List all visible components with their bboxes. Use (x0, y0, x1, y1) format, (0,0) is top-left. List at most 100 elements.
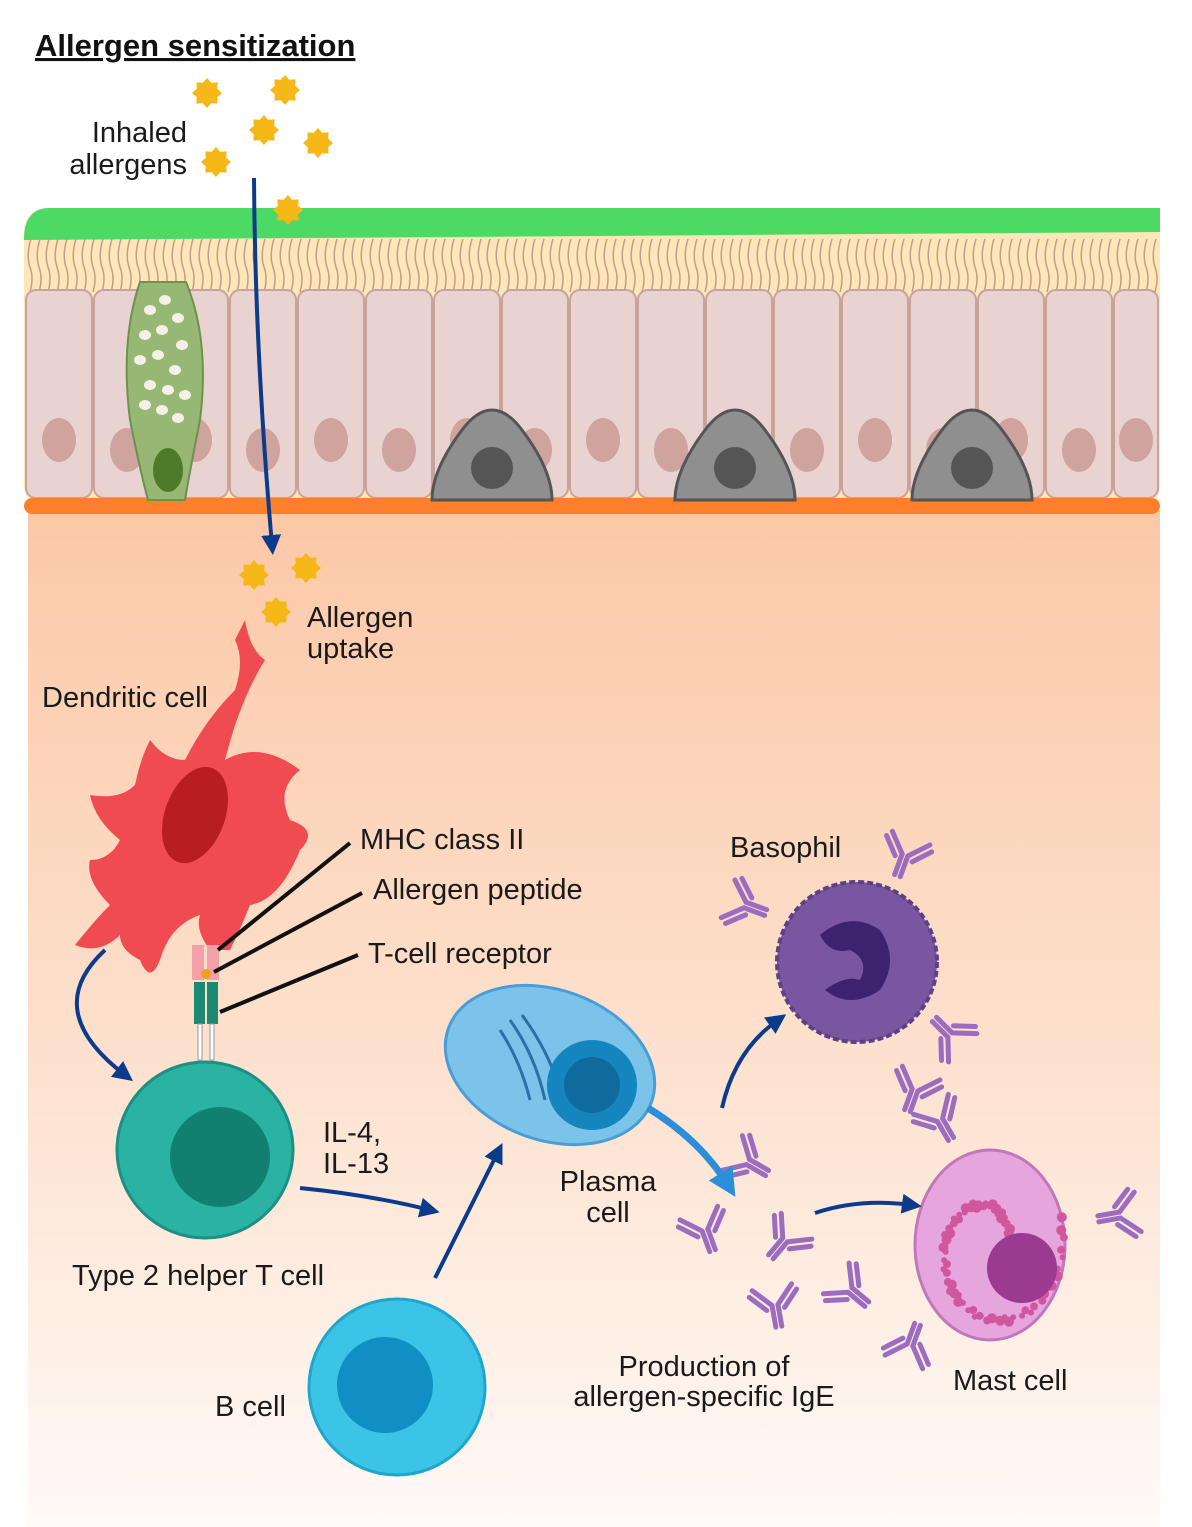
cilium (603, 238, 609, 293)
ige-antibody-icon (1095, 1186, 1144, 1240)
epithelial-cell (1113, 289, 1159, 499)
epithelial-nucleus (314, 418, 348, 462)
mast-granule (961, 1209, 968, 1216)
mast-granule (1021, 1306, 1030, 1315)
mast-granule (1057, 1245, 1066, 1254)
cilium (288, 238, 294, 293)
allergen-spikes (270, 75, 300, 105)
cilium (891, 238, 897, 293)
cilium (756, 238, 762, 293)
cilium (1071, 238, 1077, 293)
allergen-spikes (273, 195, 303, 225)
cilium (315, 238, 321, 293)
granule (139, 330, 151, 340)
allergen-icon (239, 560, 269, 590)
granule (169, 365, 181, 375)
cilium (1035, 238, 1041, 293)
mast-granule (990, 1207, 997, 1214)
cilium (36, 238, 42, 293)
cilium (27, 238, 33, 293)
granule (134, 355, 146, 365)
cilium (801, 238, 807, 293)
cilium (423, 238, 429, 293)
cilium (720, 238, 726, 293)
label-ige-2: allergen-specific IgE (573, 1381, 834, 1413)
allergen-icon (192, 78, 222, 108)
granule (156, 325, 168, 335)
cilium (1062, 238, 1068, 293)
bcell-to-plasma-arrow (433, 1143, 503, 1279)
label-inhaled-2: allergens (69, 149, 187, 181)
cilium (945, 238, 951, 293)
label-tcr: T-cell receptor (368, 938, 552, 970)
cilium (1107, 238, 1113, 293)
granule (156, 405, 168, 415)
allergen-icon (249, 115, 279, 145)
mast-granule (1059, 1254, 1066, 1261)
ige-antibody-shape (880, 1320, 931, 1372)
allergen-icon (270, 75, 300, 105)
cilium (594, 238, 600, 293)
ige-antibody-icon (894, 1063, 945, 1115)
cilium (828, 238, 834, 293)
cilium (666, 238, 672, 293)
ige-antibody-shape (1095, 1186, 1144, 1240)
mast-granule (955, 1215, 963, 1224)
label-inhaled-1: Inhaled (92, 117, 187, 149)
ige-antibody-shape (820, 1260, 872, 1309)
cilium (513, 238, 519, 293)
cilium (216, 238, 222, 293)
cilium (1017, 238, 1023, 293)
ige-antibody-icon (766, 1210, 815, 1262)
cilium (864, 238, 870, 293)
cilium (729, 238, 735, 293)
label-basophil: Basophil (730, 832, 841, 864)
cilium (387, 238, 393, 293)
cilium (270, 238, 276, 293)
mast-granule (1003, 1230, 1010, 1237)
mast-granule (1056, 1212, 1067, 1223)
label-peptide: Allergen peptide (373, 874, 583, 906)
allergen-spikes (201, 147, 231, 177)
ige-antibody-shape (884, 828, 935, 880)
mast-granule (942, 1248, 949, 1255)
cilium (1125, 238, 1131, 293)
mast-cell (913, 1148, 1068, 1342)
cilium (117, 238, 123, 293)
mast-granule (975, 1311, 984, 1320)
ige-antibody-icon (719, 1132, 772, 1180)
tcr-pointer (219, 953, 359, 1014)
cilium (783, 238, 789, 293)
cilium (1089, 238, 1095, 293)
cilium (504, 238, 510, 293)
cilium (693, 238, 699, 293)
cilium (540, 238, 546, 293)
cilium (630, 238, 636, 293)
cilium (333, 238, 339, 293)
mast-granule (1028, 1309, 1034, 1316)
ige-antibody-shape (719, 1132, 772, 1180)
epithelial-nucleus (858, 418, 892, 462)
allergen-spikes (261, 597, 291, 627)
cilium (477, 238, 483, 293)
to-mastcell-arrow (814, 1193, 922, 1215)
basal-nucleus (951, 447, 993, 489)
cilium (234, 238, 240, 293)
cilium (612, 238, 618, 293)
cilium (531, 238, 537, 293)
ige-antibody-shape (746, 1281, 800, 1330)
to-basophil-arrow (720, 1014, 787, 1109)
cilium (1116, 238, 1122, 293)
cilium (549, 238, 555, 293)
il-arrow (299, 1186, 440, 1218)
mast-granule (1059, 1233, 1068, 1242)
cilium (99, 238, 105, 293)
cilium (972, 238, 978, 293)
label-dendritic-cell: Dendritic cell (42, 682, 208, 714)
plasma-cell (443, 983, 657, 1147)
mast-granule (996, 1213, 1007, 1224)
cilium (738, 238, 744, 293)
cilium (639, 238, 645, 293)
b-cell (307, 1297, 487, 1477)
label-uptake-2: uptake (307, 633, 394, 665)
